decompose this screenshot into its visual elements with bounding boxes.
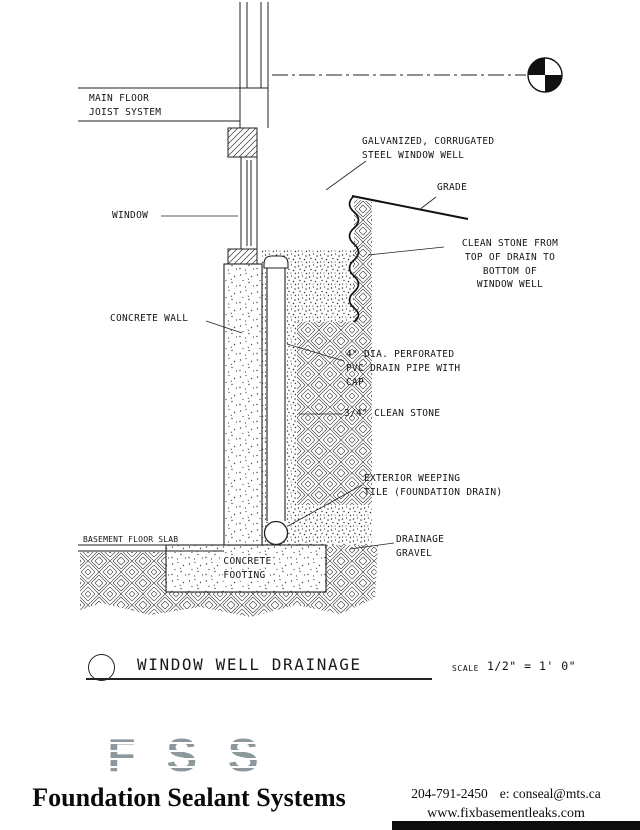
concrete-footing-label: CONCRETE FOOTING [166, 555, 326, 583]
main-floor-lines [78, 87, 268, 122]
basement-slab-lines [78, 544, 224, 552]
section-drawing [78, 2, 563, 617]
window-sill-block [227, 248, 258, 265]
drain-pipe-shape [263, 255, 289, 521]
title-underline [86, 678, 432, 680]
main-floor-joist-label: MAIN FLOOR JOIST SYSTEM [89, 93, 162, 118]
north-target-icon [527, 57, 563, 93]
drainage-gravel-label: DRAINAGE GRAVEL [396, 534, 445, 559]
window-well-label: GALVANIZED, CORRUGATED STEEL WINDOW WELL [362, 136, 495, 161]
clean-stone-note-label: CLEAN STONE FROM TOP OF DRAIN TO BOTTOM … [461, 238, 559, 291]
clean-stone-label: 3/4" CLEAN STONE [344, 408, 441, 419]
contact-phone-email: 204-791-2450 e: conseal@mts.ca [372, 786, 640, 802]
window-shape [240, 156, 258, 250]
weeping-tile-label: EXTERIOR WEEPING TILE (FOUNDATION DRAIN) [364, 473, 503, 498]
window-label: WINDOW [112, 210, 149, 221]
concrete-footing-text: CONCRETE FOOTING [220, 556, 272, 581]
exterior-wall-lines [239, 2, 269, 128]
grade-label: GRADE [437, 182, 468, 193]
earth-hatch-bottom [80, 545, 378, 617]
concrete-wall-shape [223, 263, 263, 546]
scale-value: 1/2" = 1' 0" [487, 659, 577, 673]
concrete-wall-label: CONCRETE WALL [110, 313, 189, 324]
window-well-corrugation [348, 195, 360, 323]
drainage-gravel-fill [262, 505, 372, 545]
company-name: Foundation Sealant Systems [32, 783, 346, 812]
email-address[interactable]: e: conseal@mts.ca [499, 786, 601, 801]
weeping-tile-circle [263, 520, 289, 546]
earth-hatch-right [297, 199, 372, 505]
bottom-bar [392, 821, 640, 830]
window-header-block [227, 127, 258, 158]
scale-label: SCALE [452, 664, 480, 673]
drain-pipe-cap [263, 255, 289, 269]
phone-number: 204-791-2450 [411, 786, 488, 801]
drawing-title: WINDOW WELL DRAINAGE [137, 655, 362, 674]
company-logo: F S S [0, 728, 375, 782]
drain-pipe-label: 4" DIA. PERFORATED PVC DRAIN PIPE WITH C… [346, 349, 461, 388]
grade-line [351, 195, 469, 220]
leader-lines [161, 160, 445, 550]
basement-floor-slab-label: BASEMENT FLOOR SLAB [83, 535, 179, 544]
website-url[interactable]: www.fixbasementleaks.com [427, 806, 585, 821]
detail-bubble-icon [88, 654, 115, 681]
concrete-footing-shape [165, 544, 327, 593]
